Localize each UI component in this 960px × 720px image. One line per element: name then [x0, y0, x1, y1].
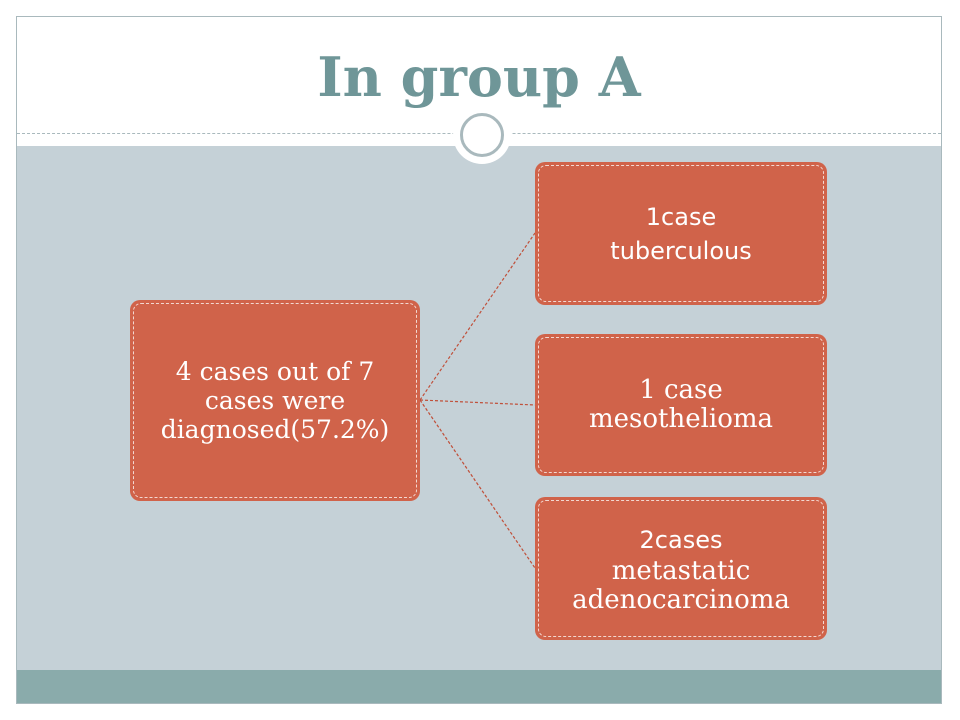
child-node-tuberculous: 1case tuberculous: [535, 162, 827, 305]
child-node-metastatic-line-1: 2cases: [639, 525, 723, 554]
root-node-line-2: cases were: [204, 386, 346, 415]
connector-line-3: [419, 399, 536, 569]
child-node-metastatic-line-2: metastatic: [611, 555, 751, 586]
root-node-line-1: 4 cases out of 7: [175, 357, 375, 386]
child-node-mesothelioma-line-1: 1 case: [639, 375, 723, 405]
divider-ring-icon: [453, 106, 511, 164]
child-node-tuberculous-line-2: tuberculous: [610, 236, 752, 265]
child-node-metastatic-line-3: adenocarcinoma: [572, 584, 790, 615]
child-node-mesothelioma-line-2: mesothelioma: [588, 404, 774, 434]
divider-ring-inner: [460, 113, 504, 157]
footer-band: [17, 670, 941, 703]
root-node-line-3: diagnosed(57.2%): [160, 415, 390, 444]
connector-line-2: [419, 399, 536, 406]
child-node-metastatic: 2cases metastatic adenocarcinoma: [535, 497, 827, 640]
connector-line-1: [419, 232, 536, 401]
root-node: 4 cases out of 7 cases were diagnosed(57…: [130, 300, 420, 501]
child-node-mesothelioma: 1 case mesothelioma: [535, 334, 827, 476]
slide-title: In group A: [317, 45, 641, 109]
child-node-tuberculous-line-1: 1case: [645, 202, 717, 231]
